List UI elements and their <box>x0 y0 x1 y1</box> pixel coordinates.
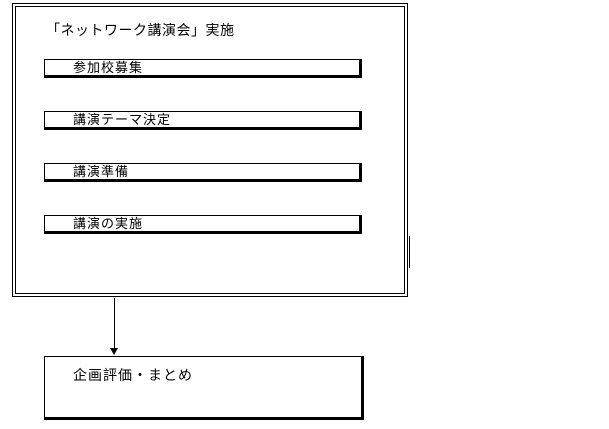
final-step-label: 企画評価・まとめ <box>73 368 193 384</box>
step-label: 参加校募集 <box>73 61 144 76</box>
event-frame-outer <box>12 3 408 297</box>
step-label: 講演準備 <box>73 165 130 180</box>
step-box-recruit-schools: 参加校募集 <box>44 59 362 78</box>
flow-arrow-head <box>110 348 118 355</box>
event-title: 「ネットワーク講演会」実施 <box>46 23 235 39</box>
frame-edge-mark <box>409 236 410 268</box>
step-box-decide-theme: 講演テーマ決定 <box>44 111 362 130</box>
step-box-prepare-lecture: 講演準備 <box>44 163 362 182</box>
step-label: 講演テーマ決定 <box>73 113 172 128</box>
flow-arrow-line <box>114 298 115 348</box>
step-label: 講演の実施 <box>73 217 144 232</box>
final-step-box-evaluation: 企画評価・まとめ <box>44 356 364 420</box>
event-frame-inner <box>15 6 405 294</box>
step-box-hold-lecture: 講演の実施 <box>44 215 362 234</box>
